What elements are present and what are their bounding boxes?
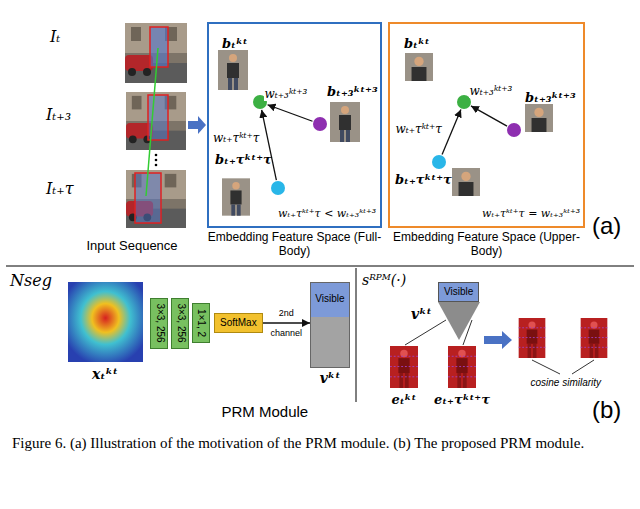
upper-body-crop xyxy=(452,168,480,196)
layer-label: 3×3, 256 xyxy=(174,303,186,342)
masked-crop xyxy=(390,346,418,388)
feature-label: bₜ₊τᵏᵗ⁺τ xyxy=(215,152,272,168)
person-crop xyxy=(218,50,248,90)
heatmap-image xyxy=(68,282,143,362)
panel-letter: (a) xyxy=(592,212,621,240)
feature-label: bₜ₊τᵏᵗ⁺τ xyxy=(395,172,452,188)
person-crop xyxy=(222,178,250,215)
leader-line xyxy=(572,360,594,374)
person-box xyxy=(150,27,168,67)
module-title: PRM Module xyxy=(222,403,309,421)
frame-label: Iₜ₊₃ xyxy=(46,106,71,124)
person-crop xyxy=(330,102,360,142)
connector-arrow xyxy=(471,106,507,126)
upper-body-crop xyxy=(405,53,433,81)
ellipsis-dot xyxy=(155,154,158,157)
feature-label: bₜ₊₃ᵏᵗ⁺³ xyxy=(327,84,378,100)
connector-arrow xyxy=(262,110,277,180)
sample-dot: bₜ₊τᵏᵗ⁺τ xyxy=(271,181,285,195)
vector-label: vᵏᵗ xyxy=(299,370,361,386)
ellipsis-dot xyxy=(155,159,158,162)
connector-arrow xyxy=(263,322,310,323)
feature-label: bₜ₊₃ᵏᵗ⁺³ xyxy=(525,90,576,106)
masked-crop xyxy=(448,346,476,388)
sample-dot: bₜ₊τᵏᵗ⁺τ xyxy=(432,155,446,169)
frame-heading: Embedding Feature Space (Full-Body) xyxy=(201,230,388,258)
flow-arrow xyxy=(484,331,512,349)
softmax-label: SoftMax xyxy=(220,317,257,329)
function-label: sᴿᴾᴹ(·) xyxy=(362,272,406,288)
edge-label: wₜ₊₃ᵏᵗ⁺³ xyxy=(469,84,514,98)
upper-body-crop xyxy=(525,104,553,132)
edge-label: wₜ₊₃ᵏᵗ⁺³ xyxy=(264,87,309,101)
feature-label: bₜᵏᵗ xyxy=(222,36,248,52)
feature-label: bₜᵏᵗ xyxy=(404,36,430,52)
frame-image xyxy=(126,92,186,150)
embedding-space-box: Embedding Feature Space (Full-Body)bₜᵏᵗb… xyxy=(207,22,382,228)
conv-layer: 3×3, 256 xyxy=(150,298,168,349)
section-divider xyxy=(356,268,357,402)
track-line xyxy=(146,48,158,196)
relation-note: wₜ₊τᵏᵗ⁺τ < wₜ₊₃ᵏᵗ⁺³ xyxy=(278,207,376,220)
sequence-label: Input Sequence xyxy=(87,238,178,254)
frame-label: Iₜ₊τ xyxy=(46,180,74,198)
visibility-bar: Visiblevᵏᵗ xyxy=(310,282,350,368)
connector-arrow xyxy=(268,105,313,121)
frame-heading: Embedding Feature Space (Upper-Body) xyxy=(382,230,591,258)
edge-label: wₜ₊τᵏᵗ⁺τ xyxy=(212,131,261,145)
vector-label: vᵏᵗ xyxy=(411,306,432,322)
frame-image xyxy=(126,170,186,228)
leader-line xyxy=(463,320,472,345)
embedding-label: eₜᵏᵗ xyxy=(392,392,417,408)
sample-dot: bₜ₊₃ᵏᵗ⁺³ xyxy=(313,117,327,131)
edge-label: 2nd channel xyxy=(267,303,305,343)
input-label: xₜᵏᵗ xyxy=(92,366,118,382)
masked-crop xyxy=(581,318,608,358)
conv-layer: 1×1, 2 xyxy=(192,303,210,343)
section-divider xyxy=(6,266,634,267)
leader-line xyxy=(405,320,446,345)
network-label: Nseg xyxy=(10,272,52,290)
leader-line xyxy=(532,360,560,374)
figure-caption: Figure 6. (a) Illustration of the motiva… xyxy=(12,432,628,454)
frame-label: Iₜ xyxy=(50,28,60,46)
flow-arrow xyxy=(188,116,206,134)
ellipsis-dot xyxy=(155,164,158,167)
edge-label: wₜ₊τᵏᵗ⁺τ xyxy=(395,122,444,136)
layer-label: 1×1, 2 xyxy=(195,309,207,337)
visibility-box: Visible xyxy=(438,282,479,302)
conv-layer: 3×3, 256 xyxy=(171,298,189,349)
relation-note: wₜ₊τᵏᵗ⁺τ = wₜ₊₃ᵏᵗ⁺³ xyxy=(482,207,580,220)
embedding-label: eₜ₊τᵏᵗ⁺τ xyxy=(434,392,490,408)
connector-arrow xyxy=(442,109,461,154)
softmax-box: SoftMax xyxy=(214,313,263,333)
sample-dot: bₜ₊₃ᵏᵗ⁺³ xyxy=(507,123,521,137)
layer-label: 3×3, 256 xyxy=(153,303,165,342)
masked-crop xyxy=(519,318,546,358)
bar-label: Visible xyxy=(444,286,473,298)
bar-label: Visible xyxy=(311,283,349,315)
panel-letter: (b) xyxy=(592,396,621,424)
operation-label: cosine similarity xyxy=(531,377,602,389)
